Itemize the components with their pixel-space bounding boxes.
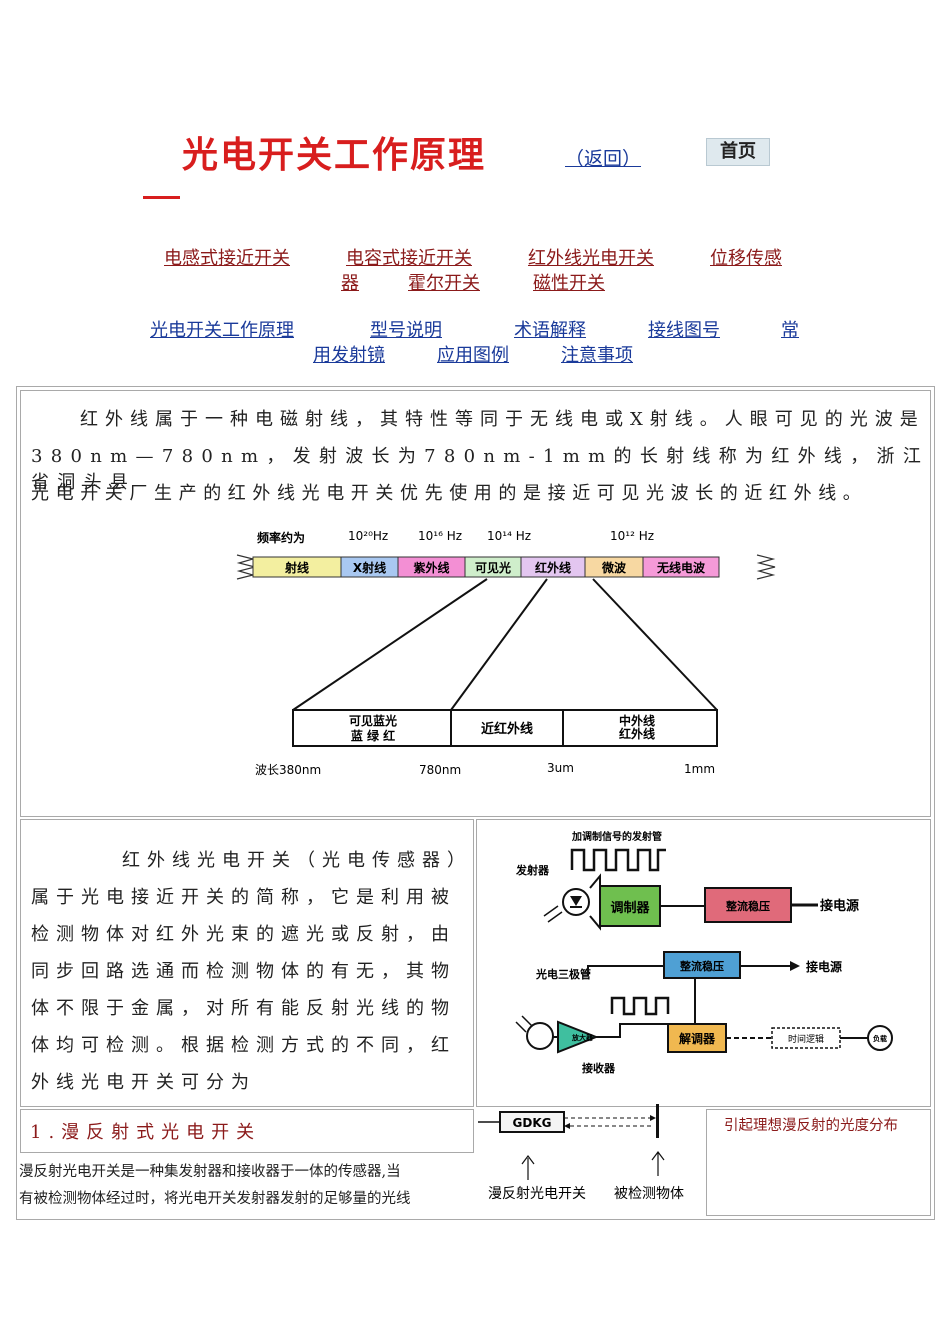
nav-model-desc[interactable]: 型号说明 (370, 320, 442, 341)
rectifier-label: 整流稳压 (725, 899, 770, 913)
intro-line-2: 380nm—780nm，发射波长为780nm-1mm的长射线称为红外线，浙江省洞… (31, 446, 930, 493)
spectrum-diagram: 频率约为 10²⁰Hz 10¹⁶ Hz 10¹⁴ Hz 10¹² Hz 射线 X射… (236, 529, 776, 777)
spectrum-band-label: X射线 (353, 560, 386, 575)
distribution-caption: 引起理想漫反射的光度分布 (724, 1118, 898, 1134)
wavelength-label: 1mm (684, 762, 715, 776)
freq-header: 频率约为 (257, 530, 305, 545)
intro-line-1: 红外线属于一种电磁射线，其特性等同于无线电或X射线。人眼可见的光波是 (80, 409, 925, 430)
nav-inductive-switch[interactable]: 电感式接近开关 (164, 248, 290, 269)
title-dash (143, 196, 180, 199)
switch-caption: 漫反射光电开关 (488, 1186, 586, 1202)
nav-capacitive-switch[interactable]: 电容式接近开关 (346, 248, 472, 269)
heading-cell (20, 1109, 474, 1153)
diffuse-desc-line: 有被检测物体经过时，将光电开关发射器发射的足够量的光线 (19, 1191, 411, 1207)
page-title: 光电开关工作原理 (182, 134, 487, 176)
intro-cell (20, 390, 931, 817)
emitter-label: 发射器 (515, 863, 550, 877)
nav-hall-switch[interactable]: 霍尔开关 (408, 273, 480, 294)
nav-application[interactable]: 应用图例 (437, 345, 509, 366)
nav-wiring[interactable]: 接线图号 (648, 320, 720, 341)
diffuse-diagram: GDKG 漫反射光电开关 被检测物体 (478, 1104, 684, 1202)
spectrum-band-label: 无线电波 (656, 560, 706, 575)
freq-label: 10¹⁶ Hz (418, 529, 462, 543)
intro-line-3: 光电开关厂生产的红外线光电开关优先使用的是接近可见光波长的近红外线。 (31, 483, 868, 504)
text-cell (20, 819, 474, 1107)
timer-label: 时间逻辑 (788, 1033, 824, 1045)
nav-terms[interactable]: 术语解释 (514, 320, 586, 341)
desc-line: 体均可检测。根据检测方式的不同，红 (31, 1035, 456, 1056)
nav-reflector-cont[interactable]: 用发射镜 (313, 345, 385, 366)
nav-displacement-sensor[interactable]: 位移传感 (710, 248, 782, 269)
spectrum-band-label: 射线 (284, 560, 309, 575)
circuit-diagram: 加调制信号的发射管 发射器 调制器 整流稳压 接电源 光电三极管 整流稳压 接电… (515, 830, 893, 1075)
desc-line: 体不限于金属，对所有能反射光线的物 (31, 998, 456, 1019)
nav-notes[interactable]: 注意事项 (561, 345, 633, 366)
sub-box-label: 可见蓝光 (349, 713, 397, 728)
nav-reflector[interactable]: 常 (781, 320, 799, 341)
rectifier2-label: 整流稳压 (679, 959, 724, 973)
nav-principle[interactable]: 光电开关工作原理 (150, 320, 294, 341)
sub-box-label: 中外线 (619, 713, 655, 728)
load-icon (867, 1025, 893, 1051)
desc-line: 属于光电接近开关的简称，它是利用被 (31, 887, 456, 908)
spectrum-band-label: 紫外线 (413, 560, 449, 575)
nav-infrared-switch[interactable]: 红外线光电开关 (528, 248, 654, 269)
home-button[interactable]: 首页 (706, 138, 770, 166)
spectrum-band (642, 556, 720, 578)
content-table (16, 386, 935, 1220)
spectrum-band-label: 微波 (601, 560, 627, 575)
amp-label: 放大器 (571, 1033, 594, 1042)
freq-label: 10¹⁴ Hz (487, 529, 531, 543)
diffuse-desc-line: 漫反射光电开关是一种集发射器和接收器于一体的传感器,当 (19, 1164, 401, 1180)
receiver-label: 接收器 (582, 1061, 616, 1075)
desc-line: 红外线光电开关（光电传感器） (122, 850, 472, 871)
spectrum-band-label: 可见光 (475, 560, 511, 575)
nav-magnetic-switch[interactable]: 磁性开关 (533, 273, 605, 294)
sub-box-label: 红外线 (619, 726, 655, 741)
nav-displacement-sensor-cont[interactable]: 器 (341, 273, 359, 294)
wavelength-label: 780nm (419, 763, 461, 777)
sensor-label: GDKG (513, 1116, 552, 1130)
desc-line: 检测物体对红外光束的遮光或反射，由 (31, 924, 456, 945)
wavelength-label: 波长380nm (255, 763, 321, 777)
back-link[interactable]: （返回） (565, 148, 642, 170)
phototransistor-label: 光电三极管 (535, 967, 591, 981)
power2-label: 接电源 (806, 959, 842, 974)
wavelength-label: 3um (547, 761, 574, 775)
caption-cell (706, 1109, 931, 1216)
desc-line: 同步回路选通而检测物体的有无，其物 (31, 961, 456, 982)
emitter-tube-label: 加调制信号的发射管 (571, 830, 662, 843)
sub-box-label: 近红外线 (481, 721, 533, 737)
desc-line: 外线光电开关可分为 (31, 1072, 256, 1093)
load-label: 负载 (873, 1034, 887, 1043)
phototransistor-icon (526, 1022, 554, 1050)
power-label: 接电源 (820, 898, 859, 914)
freq-label: 10¹² Hz (610, 529, 654, 543)
sub-box-label: 蓝 绿 红 (351, 728, 395, 743)
demod-label: 解调器 (679, 1031, 716, 1046)
circuit-cell (476, 819, 931, 1107)
spectrum-band-label: 红外线 (535, 560, 571, 575)
section-heading: 1.漫反射式光电开关 (30, 1122, 262, 1143)
object-caption: 被检测物体 (614, 1186, 684, 1202)
modulator-label: 调制器 (610, 900, 650, 916)
freq-label: 10²⁰Hz (348, 529, 388, 543)
